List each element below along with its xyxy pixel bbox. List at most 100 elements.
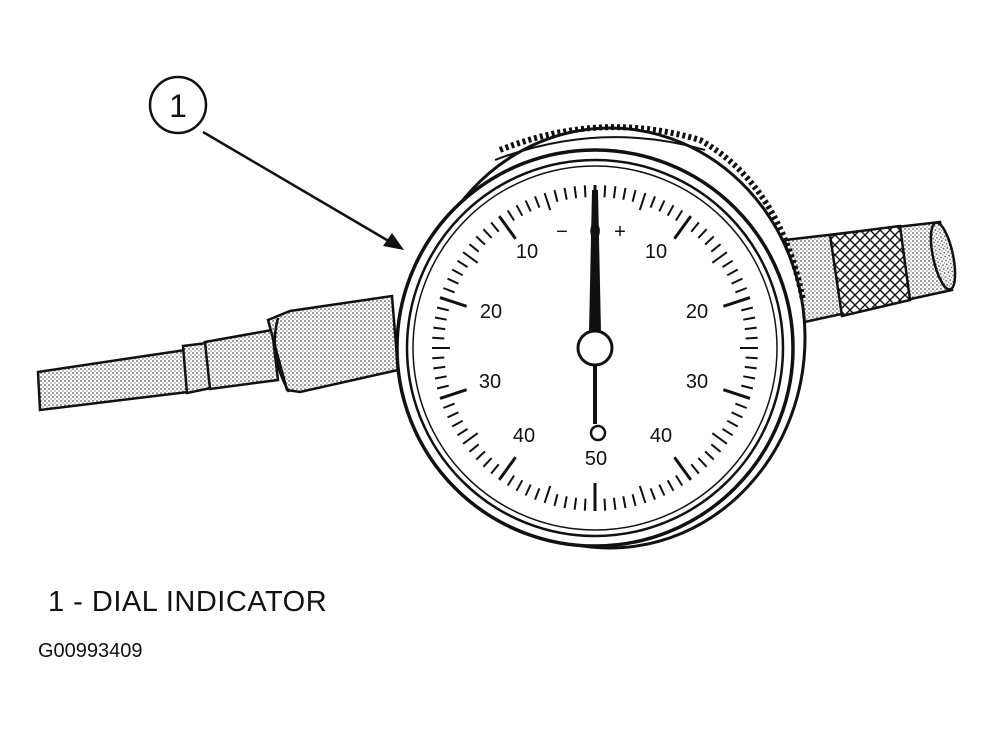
major-tick [673,215,693,240]
minor-tick [436,306,449,312]
minor-tick [710,443,722,453]
minor-tick [573,497,578,510]
minor-tick [649,488,656,500]
minor-tick [468,243,480,253]
minor-tick [456,259,469,268]
minor-tick [468,443,480,453]
minor-tick [745,336,758,340]
dial-plus-sign: + [614,221,626,243]
minor-tick [697,457,708,468]
minor-tick [451,419,464,428]
minor-tick [743,375,756,380]
minor-tick [721,259,734,268]
minor-tick [638,485,647,504]
figure-id: G00993409 [38,640,143,662]
minor-tick [583,498,587,511]
minor-tick [721,428,734,437]
minor-tick [690,221,700,233]
minor-tick [658,200,666,212]
minor-tick [612,497,617,510]
minor-tick [711,432,728,445]
minor-tick [658,484,666,496]
dial-label-right-30: 30 [686,371,708,393]
callout-arrowhead [383,233,404,250]
major-tick [673,456,693,481]
major-tick [439,388,468,400]
minor-tick [744,326,757,331]
minor-tick [697,228,708,239]
callout-1: 1 [148,75,404,250]
dial-pointer-tail-ring [589,424,607,442]
minor-tick [443,402,455,409]
dial-label-right-10: 10 [645,241,667,263]
minor-tick [490,463,500,475]
minor-tick [456,428,469,437]
minor-tick [482,457,493,468]
minor-tick [436,384,449,390]
minor-tick [506,209,515,222]
dial-label-left-20: 20 [480,301,502,323]
minor-tick [462,251,479,264]
minor-tick [710,243,722,253]
minor-tick [432,356,445,360]
minor-tick [603,498,607,511]
minor-tick [612,186,617,199]
minor-tick [573,186,578,199]
minor-tick [534,196,541,208]
minor-tick [735,287,747,294]
minor-tick [631,494,637,507]
minor-tick [451,268,464,277]
dial-label-left-10: 10 [516,241,538,263]
minor-tick [482,228,493,239]
minor-tick [475,450,486,461]
minor-tick [490,221,500,233]
minor-tick [443,287,455,294]
minor-tick [741,384,754,390]
minor-tick [731,411,743,419]
figure-caption: 1 - DIAL INDICATOR [48,586,328,618]
dial-label-bottom-50: 50 [585,448,607,470]
callout-number: 1 [169,88,187,124]
minor-tick [638,192,647,211]
major-tick [439,296,468,308]
minor-tick [622,496,627,509]
minor-tick [524,484,532,496]
minor-tick [515,204,524,217]
minor-tick [553,494,559,507]
minor-tick [432,336,445,340]
minor-tick [524,200,532,212]
minor-tick [666,204,675,217]
minor-tick [726,419,739,428]
minor-tick [475,235,486,246]
dial-face-labels: − 0 + 10 20 30 40 10 20 30 40 50 [479,221,708,470]
minor-tick [563,187,568,200]
minor-tick [711,251,728,264]
major-tick [722,296,751,308]
dial-center-hub [576,329,614,367]
minor-tick [649,196,656,208]
minor-tick [603,185,607,198]
minor-tick [447,277,459,285]
minor-tick [534,488,541,500]
minor-tick [622,187,627,200]
minor-tick [690,463,700,475]
minor-tick [731,277,743,285]
major-tick [722,388,751,400]
right-knob [783,220,957,325]
minor-tick [631,189,637,202]
minor-tick [433,326,446,331]
minor-tick [433,365,446,370]
minor-tick [745,356,758,360]
minor-tick [447,411,459,419]
minor-tick [434,375,447,380]
dial-pointer [589,190,601,424]
minor-tick [704,235,715,246]
minor-tick [675,209,684,222]
minor-tick [741,306,754,312]
minor-tick [506,474,515,487]
minor-tick [704,450,715,461]
minor-tick [743,316,756,321]
minor-tick [666,479,675,492]
minor-tick [744,365,757,370]
